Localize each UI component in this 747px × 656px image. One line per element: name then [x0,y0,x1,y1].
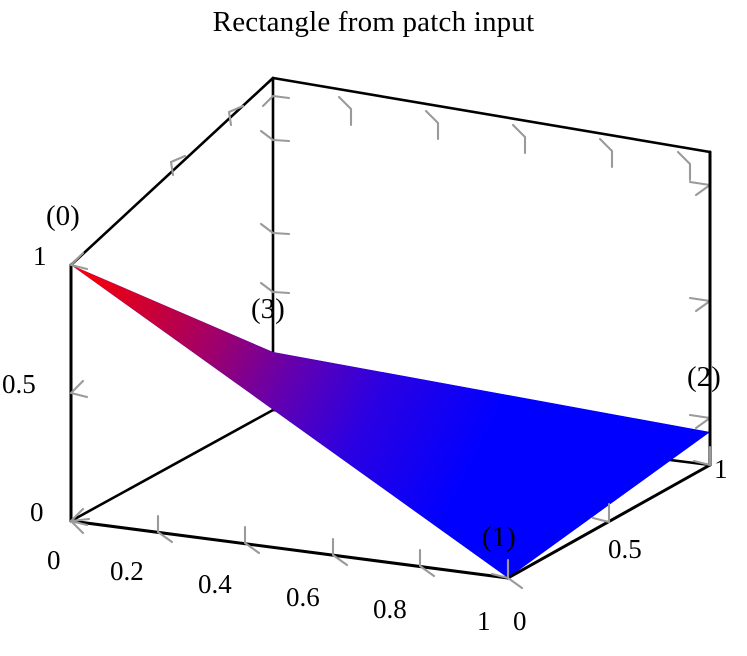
plot-title: Rectangle from patch input [212,6,535,38]
vertex-label-1: (1) [482,521,516,553]
x-tick-label-0.4: 0.4 [198,569,232,599]
axes-box-front-edges [69,150,712,580]
z-tick-label-0: 0 [30,497,44,527]
z-tick-label-1: 1 [33,241,47,271]
vertex-label-0: (0) [46,200,80,232]
vertex-label-3: (3) [251,293,285,325]
y-tick-label-0.5: 0.5 [608,534,642,564]
rectangle-patch [71,265,710,578]
x-tick-label-0.2: 0.2 [110,556,144,586]
y-tick-label-1: 1 [714,454,728,484]
y-tick-label-0: 0 [513,606,527,636]
x-tick-label-0.8: 0.8 [373,594,407,624]
x-tick-label-0: 0 [47,545,61,575]
z-tick-label-0.5: 0.5 [2,369,36,399]
tick-marks-back [169,94,712,430]
tick-marks-front [69,251,712,590]
x-tick-label-1: 1 [477,606,491,636]
x-tick-label-0.6: 0.6 [286,582,320,612]
vertex-label-2: (2) [687,361,721,393]
